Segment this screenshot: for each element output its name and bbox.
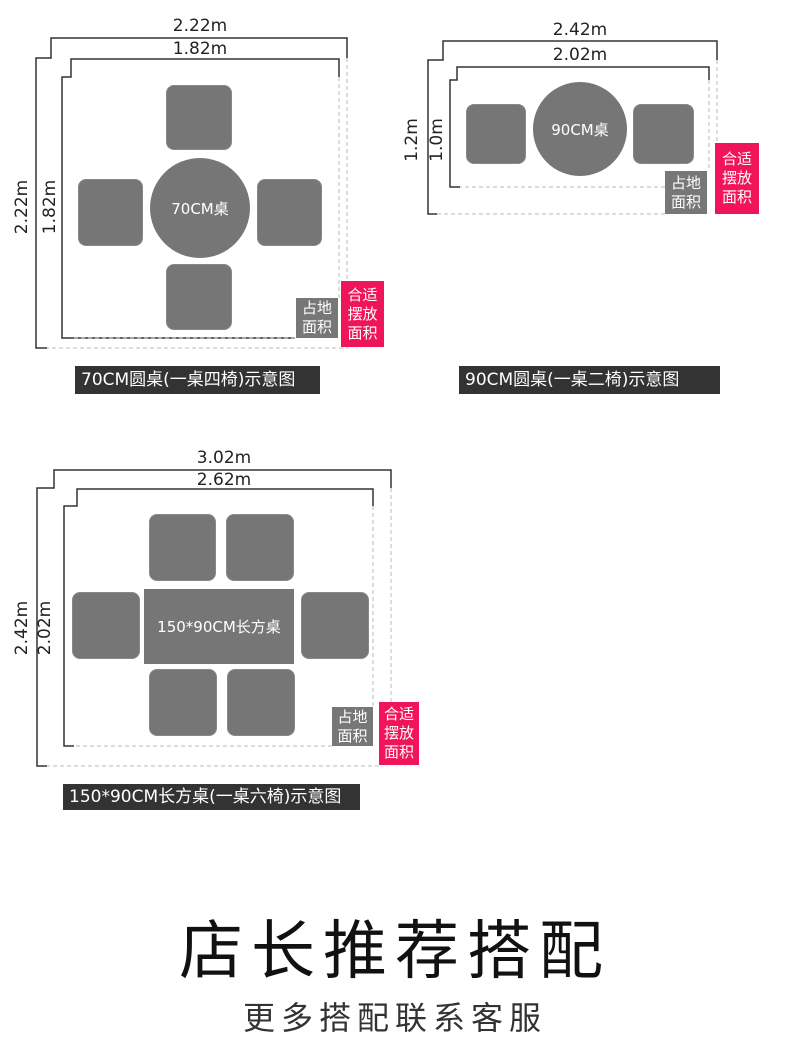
chair: [633, 104, 694, 164]
outer-width-label: 3.02m: [196, 448, 252, 468]
round-table: 90CM桌: [533, 82, 627, 176]
tag-line: 面积: [670, 192, 701, 211]
inner-width-label: 2.02m: [552, 45, 608, 65]
inner-width-label: 2.62m: [196, 470, 252, 490]
chair: [149, 669, 217, 736]
footprint-area-tag: 占地面积: [296, 298, 338, 338]
tag-line: 面积: [721, 188, 752, 206]
chair: [466, 104, 526, 164]
tag-line: 摆放: [383, 724, 414, 742]
contact-subtitle: 更多搭配联系客服: [242, 999, 547, 1037]
chair: [72, 592, 140, 659]
rectangular-table: 150*90CM长方桌: [144, 589, 294, 664]
footprint-area-tag: 占地面积: [332, 707, 373, 746]
tag-line: 摆放: [721, 169, 752, 187]
table-label: 70CM桌: [171, 199, 229, 218]
inner-width-label: 1.82m: [172, 39, 228, 59]
tag-line: 面积: [337, 726, 368, 745]
chair: [257, 179, 322, 246]
chair: [149, 514, 216, 581]
tag-line: 面积: [347, 323, 378, 342]
tag-line: 占地: [670, 173, 701, 192]
chair: [227, 669, 295, 736]
chair: [166, 85, 232, 150]
outer-height-label: 1.2m: [402, 118, 422, 162]
chair: [301, 592, 369, 659]
diagram-caption: 150*90CM长方桌(一桌六椅)示意图: [63, 784, 360, 810]
chair: [166, 264, 232, 330]
tag-line: 面积: [383, 743, 414, 761]
outer-height-label: 2.42m: [12, 600, 32, 656]
tag-line: 摆放: [347, 304, 378, 323]
tag-line: 占地: [337, 707, 368, 726]
chair: [78, 179, 143, 246]
tag-line: 合适: [721, 150, 752, 168]
suitable-area-tag: 合适摆放面积: [341, 281, 384, 347]
tag-line: 合适: [347, 285, 378, 304]
diagram-caption: 90CM圆桌(一桌二椅)示意图: [459, 366, 720, 394]
inner-height-label: 1.0m: [427, 118, 447, 162]
suitable-area-tag: 合适摆放面积: [379, 702, 419, 765]
outer-width-label: 2.22m: [172, 16, 228, 36]
inner-height-label: 1.82m: [40, 179, 60, 235]
table-label: 150*90CM长方桌: [157, 618, 281, 636]
suitable-area-tag: 合适摆放面积: [715, 143, 759, 214]
tag-line: 占地: [301, 299, 332, 317]
round-table: 70CM桌: [150, 158, 250, 258]
inner-height-label: 2.02m: [35, 600, 55, 656]
outer-width-label: 2.42m: [552, 20, 608, 40]
tag-line: 合适: [383, 705, 414, 723]
outer-height-label: 2.22m: [12, 179, 32, 235]
recommendation-title: 店长推荐搭配: [179, 915, 611, 989]
table-label: 90CM桌: [551, 120, 609, 139]
chair: [226, 514, 294, 581]
footprint-area-tag: 占地面积: [665, 171, 707, 214]
tag-line: 面积: [301, 318, 332, 336]
diagram-caption: 70CM圆桌(一桌四椅)示意图: [75, 366, 320, 394]
